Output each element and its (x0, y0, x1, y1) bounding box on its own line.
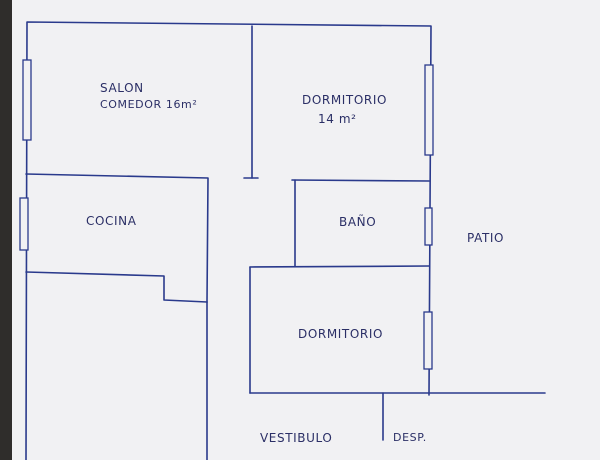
window-cocina (19, 197, 29, 251)
label-salon-detail: COMEDOR 16m² (100, 98, 197, 111)
wall-bano-bottom (249, 265, 430, 268)
label-salon: SALON (100, 81, 144, 95)
paper-sheet (12, 0, 600, 460)
label-despensa: DESP. (393, 431, 427, 444)
wall-dormitorio-bano (291, 179, 430, 182)
label-patio: PATIO (467, 231, 504, 245)
window-bano (424, 207, 433, 246)
label-dormitorio-2: DORMITORIO (298, 327, 383, 341)
label-bano: BAÑO (339, 214, 376, 229)
label-cocina: COCINA (86, 214, 137, 228)
wall-cocina-bottom (25, 271, 208, 303)
label-vestibulo: VESTIBULO (260, 431, 332, 445)
label-dormitorio-1-detail: 14 m² (318, 112, 357, 126)
label-dormitorio-1: DORMITORIO (302, 93, 387, 107)
paper-shadow-edge (0, 0, 12, 460)
window-dormitorio-1 (424, 64, 434, 156)
windows (19, 59, 434, 370)
window-salon (22, 59, 32, 141)
window-dormitorio-2 (423, 311, 433, 370)
wall-salon-cocina (25, 173, 209, 303)
